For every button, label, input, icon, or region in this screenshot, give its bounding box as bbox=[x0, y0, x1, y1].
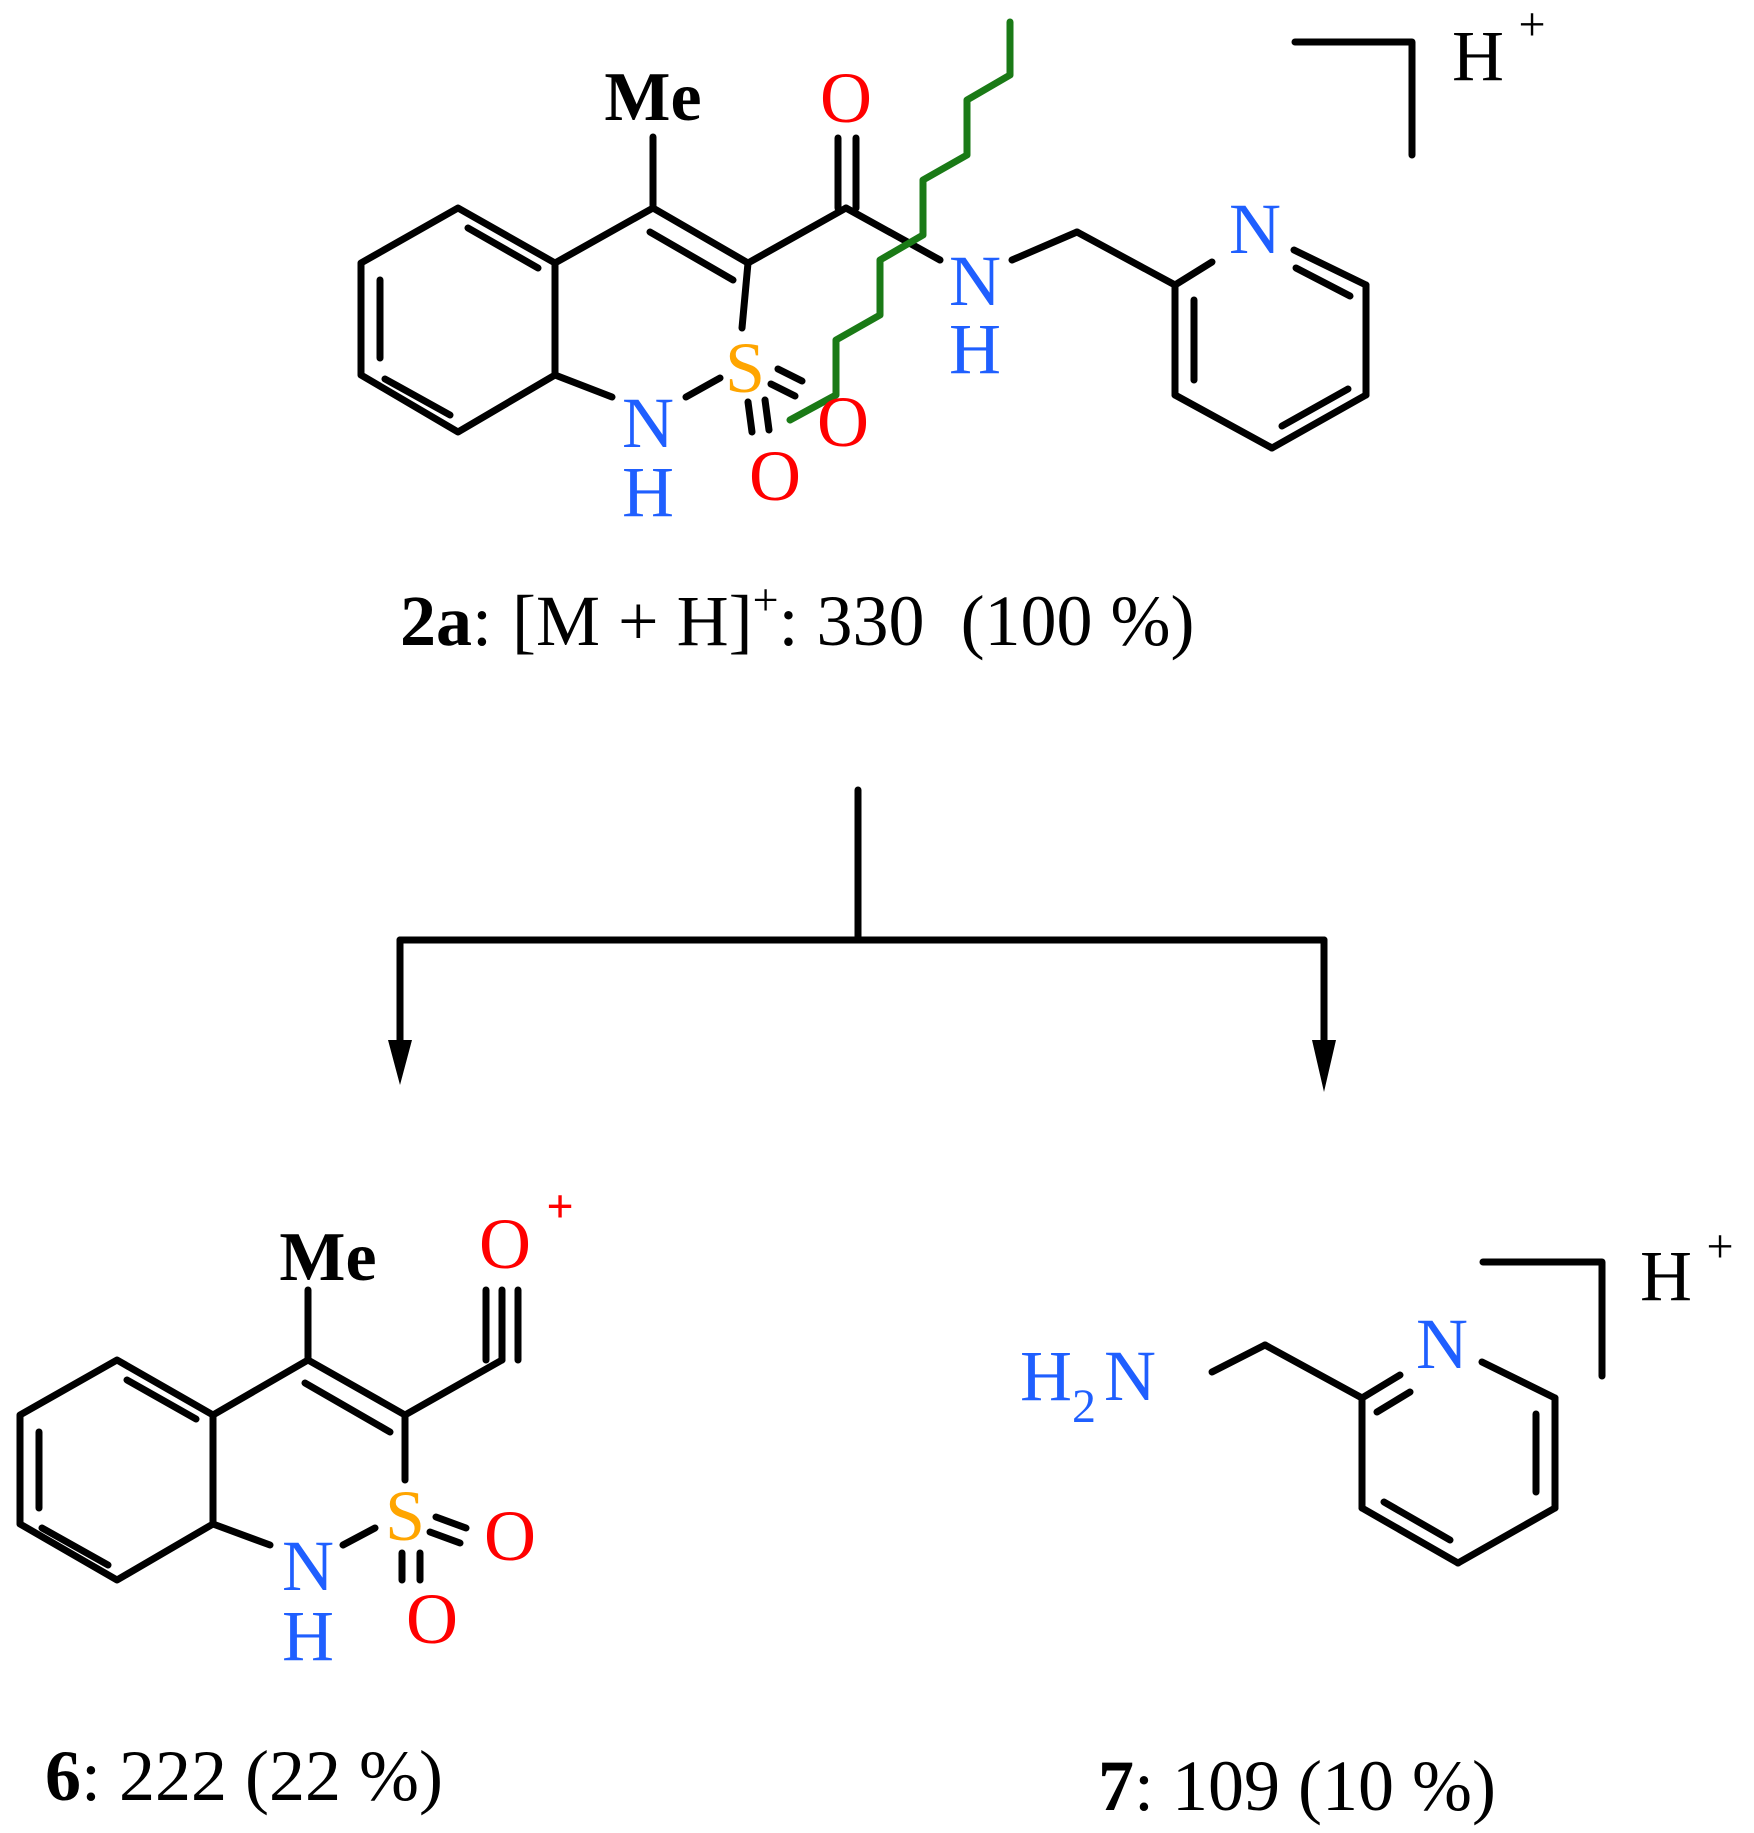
fragment6-acylium-oxygen: O bbox=[479, 1204, 531, 1284]
parent-ion-label: [M + H] bbox=[512, 581, 753, 661]
parent-caption-colon: : bbox=[472, 581, 492, 661]
fragment6-s-o-double-bond bbox=[432, 1513, 470, 1532]
fragment6-n-c8a-bond bbox=[209, 1520, 274, 1549]
parent-mz-value: : 330 bbox=[779, 581, 925, 661]
parent-benzene-inner-bond bbox=[381, 375, 454, 419]
fragment7-charge-sign: + bbox=[1706, 1220, 1733, 1273]
parent-amide-nh-hydrogen: H bbox=[949, 309, 1001, 389]
parent-carbonyl-n-bond bbox=[842, 204, 944, 264]
fragmentation-cleavage-line bbox=[786, 18, 1014, 424]
fragment7-caption-colon: : bbox=[1134, 1746, 1154, 1826]
parent-ion-charge: + bbox=[753, 574, 779, 625]
fragment6-sulfonyl-oxygen-bottom: O bbox=[406, 1579, 458, 1659]
fragment7-charge-hydrogen: H bbox=[1640, 1236, 1692, 1316]
fragment7-pyridine-inner-bond bbox=[1380, 1498, 1454, 1544]
fragmentation-arrows bbox=[388, 786, 1336, 1092]
parent-charge-sign: + bbox=[1518, 0, 1545, 51]
fragment7-compound-number: 7 bbox=[1098, 1746, 1134, 1826]
fragment6-mz-abundance: 222 (22 %) bbox=[119, 1736, 443, 1816]
parent-methyl-label: Me bbox=[604, 59, 701, 136]
fragment6-sulfur: S bbox=[385, 1476, 425, 1556]
fragment6-benzene-inner-bond bbox=[123, 1376, 200, 1423]
parent-pyridine-inner-bond bbox=[1278, 385, 1352, 430]
parent-c4-c3-double-bond bbox=[649, 204, 752, 267]
fragment6-compound-number: 6 bbox=[45, 1736, 81, 1816]
parent-s-o-double-bond bbox=[774, 365, 806, 385]
fragment7-pyridine-nitrogen: N bbox=[1416, 1304, 1468, 1384]
fragment7-mz-abundance: 109 (10 %) bbox=[1172, 1746, 1496, 1826]
fragment7-amine-subscript: 2 bbox=[1072, 1380, 1096, 1433]
parent-s-n-bond bbox=[682, 374, 724, 401]
fragment6-caption-colon: : bbox=[81, 1736, 101, 1816]
parent-pyridine-bond bbox=[1171, 391, 1276, 452]
parent-amide-nitrogen: N bbox=[949, 241, 1001, 321]
fragment7-n-ch2-bond bbox=[1208, 1341, 1269, 1376]
parent-abundance: (100 %) bbox=[961, 581, 1195, 661]
fragment7-amine-nitrogen: N bbox=[1104, 1336, 1156, 1416]
parent-c3-s-bond bbox=[738, 259, 752, 332]
parent-s-o-double-bond bbox=[761, 396, 773, 434]
fragment7-pyridine-bond bbox=[1454, 1504, 1559, 1567]
fragment6-c4-c3-double-bond bbox=[301, 1379, 394, 1436]
parent-s-o-double-bond bbox=[744, 398, 756, 436]
parent-c4a-c4-bond bbox=[551, 204, 657, 267]
fragment6-benzene-ring bbox=[16, 1356, 217, 1584]
parent-pyridine-nitrogen: N bbox=[1229, 189, 1281, 269]
parent-s-o-double-bond bbox=[767, 380, 799, 400]
parent-charge-hydrogen: H bbox=[1452, 16, 1504, 96]
parent-compound-number: 2a bbox=[400, 581, 472, 661]
parent-pyridine-inner-bond bbox=[1292, 264, 1354, 300]
parent-ring-nh-hydrogen: H bbox=[622, 452, 674, 532]
fragment6-methyl-label: Me bbox=[279, 1219, 376, 1296]
parent-benzene-ring bbox=[357, 204, 559, 436]
fragment6-ring-nitrogen: N bbox=[282, 1526, 334, 1606]
fragment7-caption: 7:109 (10 %) bbox=[1098, 1746, 1496, 1826]
fragment6-c4-c3-double-bond bbox=[304, 1356, 409, 1419]
fragment7-charge-bracket bbox=[1479, 1258, 1606, 1380]
parent-n-ch2-bond bbox=[1008, 228, 1081, 264]
fragment6-c4a-c4-bond bbox=[209, 1356, 312, 1419]
parent-ring-nitrogen: N bbox=[622, 383, 674, 463]
fragment6-s-n-bond bbox=[339, 1524, 379, 1549]
parent-pyridine-bond bbox=[1268, 391, 1370, 452]
parent-ch2-pyridine-bond bbox=[1073, 228, 1179, 289]
parent-benzene-inner-bond bbox=[464, 224, 542, 272]
fragment6-caption: 6:222 (22 %) bbox=[45, 1736, 443, 1816]
fragment6-s-o-double-bond bbox=[426, 1528, 464, 1547]
parent-sulfonyl-oxygen-bottom: O bbox=[749, 436, 801, 516]
fragment7-pyridine-inner-bond bbox=[1373, 1388, 1414, 1416]
fragment-6-structure: Me O + S O O N H 6:222 (22 %) bbox=[16, 1180, 574, 1816]
fragment6-c3-acyl-bond bbox=[401, 1356, 506, 1419]
arrow-left-head bbox=[388, 1040, 412, 1085]
fragment7-ch2-pyridine-bond bbox=[1261, 1341, 1366, 1402]
fragment7-pyridine-bond bbox=[1358, 1504, 1462, 1567]
fragment6-sulfonyl-oxygen-right: O bbox=[484, 1496, 536, 1576]
parent-carbonyl-oxygen: O bbox=[820, 58, 872, 138]
parent-structure-2a: Me O S O O N H N H N H + 2a:[M + H]+: 33… bbox=[357, 0, 1546, 661]
parent-caption: 2a:[M + H]+: 330 (100 %) bbox=[400, 574, 1195, 661]
fragment7-pyridine-bond bbox=[1358, 1371, 1404, 1402]
arrow-right-head bbox=[1312, 1040, 1336, 1092]
fragment6-ring-nh-hydrogen: H bbox=[282, 1596, 334, 1676]
parent-sulfur: S bbox=[725, 328, 765, 408]
parent-charge-bracket bbox=[1291, 38, 1416, 159]
parent-sulfonyl-oxygen-right: O bbox=[817, 382, 869, 462]
fragment7-amine-hydrogen: H bbox=[1020, 1336, 1072, 1416]
parent-pyridine-bond bbox=[1290, 246, 1370, 289]
parent-pyridine-bond bbox=[1171, 258, 1216, 289]
fragment6-benzene-inner-bond bbox=[38, 1524, 112, 1569]
fragment6-acylium-charge: + bbox=[546, 1180, 573, 1233]
fragment7-pyridine-bond bbox=[1478, 1358, 1559, 1402]
parent-c4-c3-double-bond bbox=[646, 228, 737, 284]
parent-c3-carbonyl-bond bbox=[744, 204, 850, 267]
parent-n-c8a-bond bbox=[551, 371, 616, 401]
